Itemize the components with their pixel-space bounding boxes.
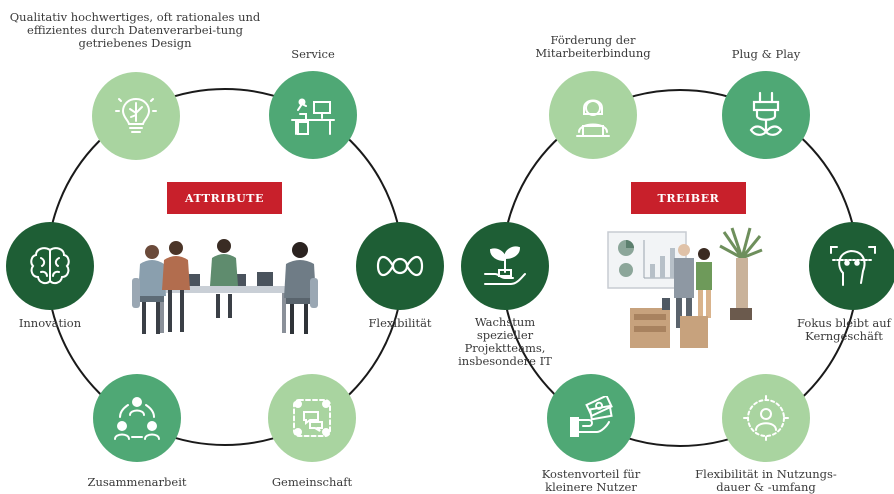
focus-label: Fokus bleibt auf Kerngeschäft [797,316,891,343]
presentation-illustration [607,227,763,348]
innovation-node [6,222,94,310]
brain-lightbulb-icon [115,97,157,133]
attribute-badge: ATTRIBUTE [167,182,282,214]
service-node [269,71,357,159]
hand-money-icon [570,396,613,437]
cost-label: Kostenvorteil für kleinere Nutzer [541,467,641,494]
design-label: Qualitativ hochwertiges, oft rationales … [9,10,261,50]
growth-label: Wachstum spezieller Projektteams, insbes… [458,315,552,368]
focus-node [809,222,894,310]
cost-node [547,374,635,462]
desk-workstation-icon [291,98,335,135]
team-cycle-icon [114,397,160,440]
flex-usage-node [722,374,810,462]
bow-loop-icon [376,255,424,277]
service-label: Service [291,47,335,61]
retention-label: Förderung der Mitarbeiterbindung [535,33,651,60]
person-radiate-icon [743,395,789,441]
plugplay-node [722,71,810,159]
community-node [268,374,356,462]
design-node [92,72,180,160]
growth-node [461,222,549,310]
community-label: Gemeinschaft [271,475,353,489]
plugplay-label: Plug & Play [731,47,801,61]
flexibility-node [356,222,444,310]
collaboration-label: Zusammenarbeit [87,475,187,489]
treiber-badge: TREIBER [631,182,746,214]
employee-icon [576,99,610,137]
brain-icon [30,247,70,285]
collaboration-node [93,374,181,462]
flexibility-label: Flexibilität [368,316,432,330]
face-scan-icon [830,246,876,286]
hand-plant-icon [484,246,526,285]
meeting-illustration [132,239,318,334]
plug-icon [749,91,783,136]
chat-group-icon [293,399,331,437]
retention-node [549,71,637,159]
flex-usage-label: Flexibilität in Nutzungs-dauer & -umfang [695,467,837,494]
innovation-label: Innovation [18,316,82,330]
